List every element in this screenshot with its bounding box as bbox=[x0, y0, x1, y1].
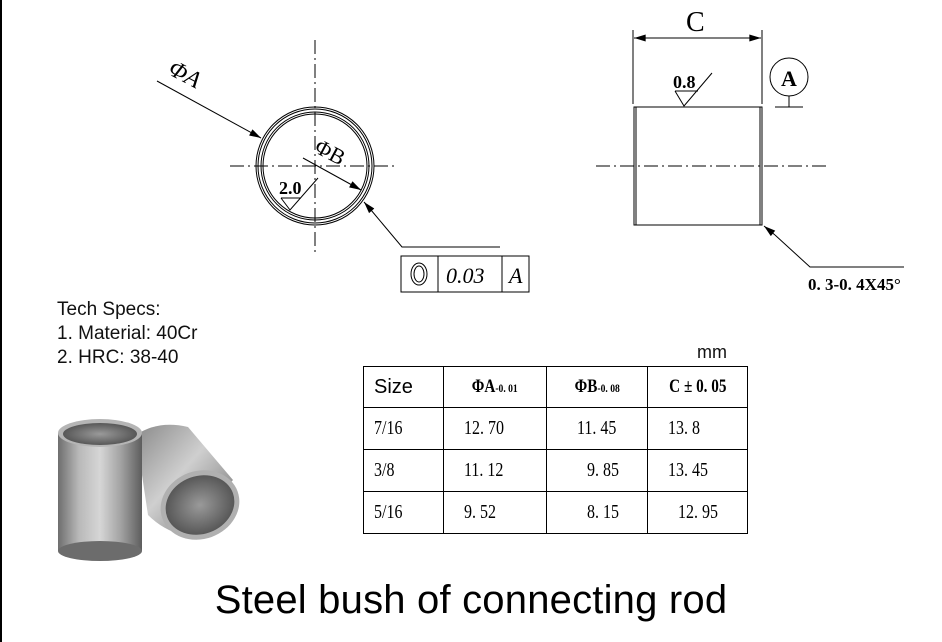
cell-size: 3/8 bbox=[363, 449, 444, 492]
cell-diameter-a: 12. 70 bbox=[443, 407, 547, 450]
page-title: Steel bush of connecting rod bbox=[214, 578, 728, 622]
table-unit: mm bbox=[697, 342, 727, 362]
roughness-symbol-icon bbox=[280, 177, 319, 211]
tech-specs-heading: Tech Specs: bbox=[57, 299, 161, 320]
tech-spec-hrc: 2. HRC: 38-40 bbox=[57, 347, 179, 368]
outer-circle-inner-edge bbox=[257, 108, 373, 224]
front-view: ΦA ΦB 2.0 0.03 A bbox=[156, 40, 530, 293]
cell-diameter-b: 8. 15 bbox=[546, 491, 648, 534]
concentricity-datum: A bbox=[507, 263, 523, 288]
cell-size: 5/16 bbox=[363, 491, 444, 534]
header-length-c: C ± 0. 05 bbox=[647, 366, 748, 408]
tech-spec-material: 1. Material: 40Cr bbox=[57, 323, 198, 344]
header-size: Size bbox=[363, 366, 444, 408]
cell-length-c: 12. 95 bbox=[647, 491, 748, 534]
bushing-lying bbox=[136, 424, 240, 540]
table-row: 3/8 11. 12 9. 85 13. 45 bbox=[363, 449, 748, 492]
concentricity-icon bbox=[410, 262, 428, 286]
bushings-photo bbox=[58, 419, 240, 561]
concentricity-leader bbox=[370, 209, 500, 248]
roughness-0-8-value: 0.8 bbox=[673, 72, 696, 92]
cell-diameter-b: 9. 85 bbox=[546, 449, 648, 492]
bushing-standing bbox=[58, 419, 142, 561]
side-view: C 0.8 A 0. 3-0. 4X45° bbox=[596, 7, 904, 294]
tech-specs: Tech Specs: 1. Material: 40Cr 2. HRC: 38… bbox=[57, 298, 197, 370]
roughness-2-0-value: 2.0 bbox=[279, 178, 302, 198]
svg-text:A: A bbox=[781, 66, 797, 91]
cell-diameter-b: 11. 45 bbox=[546, 407, 648, 450]
dimensions-table: Size ΦA-0. 01 ΦB-0. 08 C ± 0. 05 7/16 12… bbox=[363, 366, 748, 534]
dimension-c-label: C bbox=[686, 7, 705, 38]
concentricity-tolerance: 0.03 bbox=[446, 263, 485, 288]
table-row: 7/16 12. 70 11. 45 13. 8 bbox=[363, 407, 748, 450]
inner-circle bbox=[260, 111, 370, 221]
cell-diameter-a: 9. 52 bbox=[443, 491, 547, 534]
table-row: 5/16 9. 52 8. 15 12. 95 bbox=[363, 491, 748, 534]
cell-size: 7/16 bbox=[363, 407, 444, 450]
chamfer-note: 0. 3-0. 4X45° bbox=[808, 275, 901, 294]
header-diameter-b: ΦB-0. 08 bbox=[546, 366, 648, 408]
cell-diameter-a: 11. 12 bbox=[443, 449, 547, 492]
inner-circle-edge bbox=[262, 113, 368, 219]
roughness-symbol-icon bbox=[674, 72, 713, 107]
page-left-border bbox=[0, 0, 2, 642]
concentricity-frame: 0.03 A bbox=[400, 255, 530, 293]
datum-a-symbol: A bbox=[769, 57, 809, 108]
chamfer-leader bbox=[774, 234, 904, 268]
header-diameter-a: ΦA-0. 01 bbox=[443, 366, 547, 408]
cell-length-c: 13. 8 bbox=[647, 407, 748, 450]
outer-circle bbox=[255, 106, 375, 226]
table-header-row: Size ΦA-0. 01 ΦB-0. 08 C ± 0. 05 bbox=[363, 366, 748, 408]
diameter-b-label: ΦB bbox=[311, 134, 350, 171]
diameter-a-leader bbox=[156, 80, 262, 139]
diameter-b-leader bbox=[302, 157, 362, 191]
cell-length-c: 13. 45 bbox=[647, 449, 748, 492]
